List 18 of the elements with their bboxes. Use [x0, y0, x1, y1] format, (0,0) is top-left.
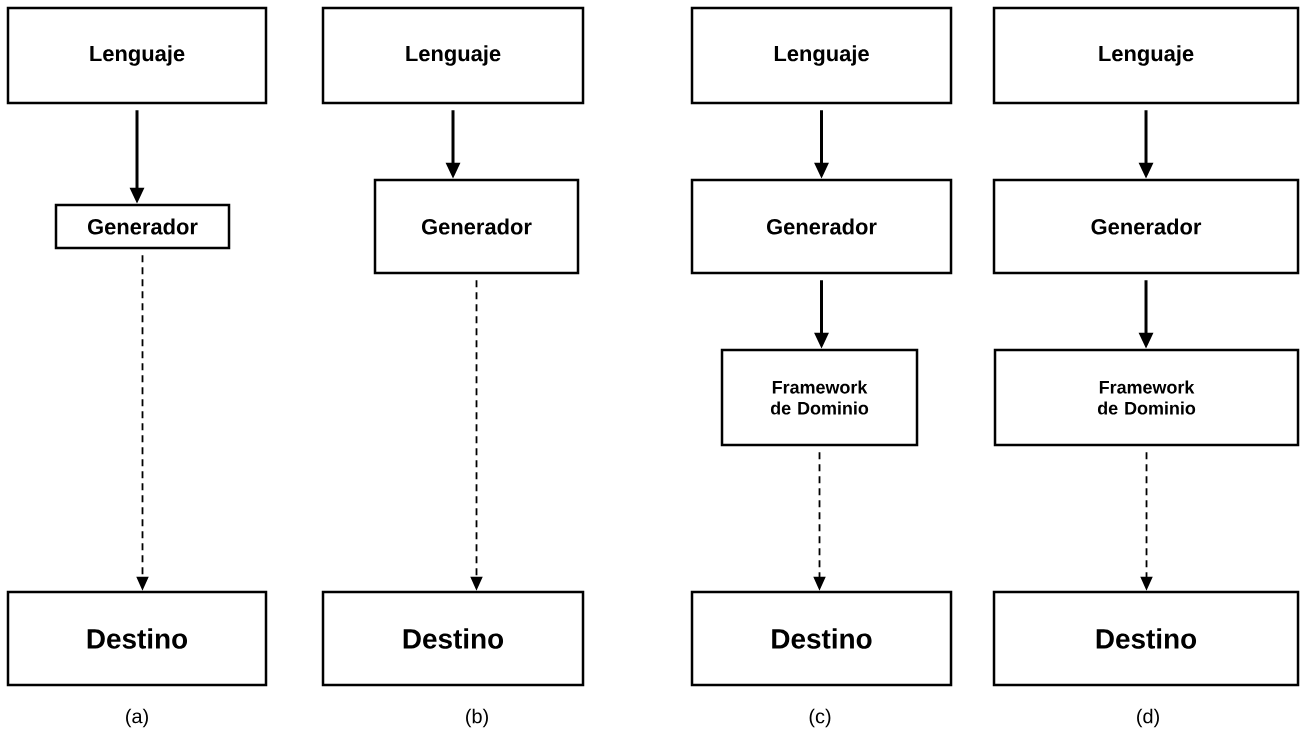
panel-label: (b)	[466, 708, 488, 728]
panel-label: (a)	[126, 708, 148, 728]
process-box: Destino	[321, 590, 585, 687]
process-box: Framework de Dominio	[720, 348, 919, 447]
process-box: Destino	[6, 590, 268, 687]
process-box: Lenguaje	[992, 6, 1300, 105]
process-box: Generador	[690, 178, 953, 275]
process-box: Framework de Dominio	[993, 348, 1300, 447]
process-box: Destino	[992, 590, 1300, 687]
process-box: Generador	[373, 178, 580, 275]
process-box: Lenguaje	[321, 6, 585, 105]
process-box: Generador	[992, 178, 1300, 275]
process-box: Lenguaje	[6, 6, 268, 105]
process-box: Lenguaje	[690, 6, 953, 105]
process-box: Generador	[54, 203, 231, 250]
panel-label: (d)	[1137, 708, 1159, 728]
panel-label: (c)	[809, 708, 831, 728]
process-box: Destino	[690, 590, 953, 687]
